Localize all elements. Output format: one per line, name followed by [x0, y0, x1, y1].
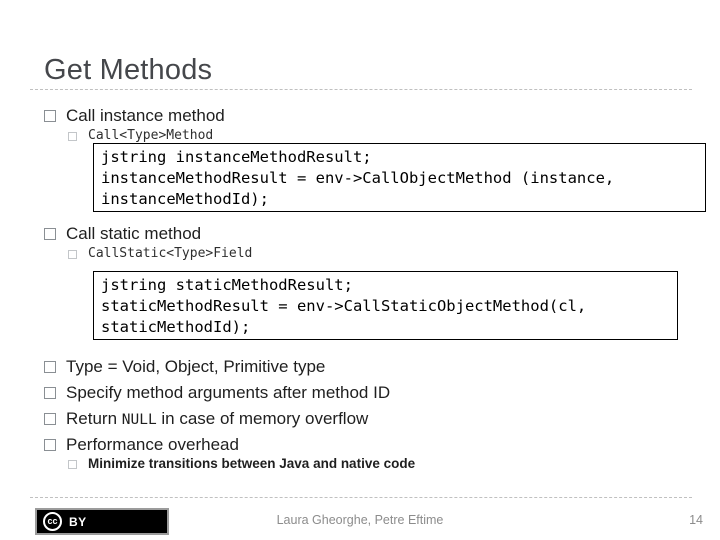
- subbullet-text: Call<Type>Method: [88, 128, 214, 143]
- bullet-square-icon: [44, 439, 56, 451]
- code-line: jstring instanceMethodResult;: [101, 148, 372, 166]
- subbullet-text: CallStatic<Type>Field: [88, 246, 253, 261]
- page-number: 14: [689, 513, 703, 527]
- code-line: staticMethodId);: [101, 318, 251, 336]
- code-block-instance: jstring instanceMethodResult; instanceMe…: [93, 143, 706, 212]
- subbullet-square-icon: [68, 131, 77, 141]
- bullet-call-instance-method: Call instance method: [44, 104, 225, 128]
- subbullet-call-type-method: Call<Type>Method: [68, 127, 213, 145]
- bullet-type-void: Type = Void, Object, Primitive type: [44, 354, 325, 380]
- code-line: instanceMethodId);: [101, 190, 269, 208]
- bullet-text: Specify method arguments after method ID: [66, 383, 391, 402]
- bullet-square-icon: [44, 413, 56, 425]
- code-line: jstring staticMethodResult;: [101, 276, 353, 294]
- bullet-text-pre: Return: [66, 408, 122, 428]
- code-block-static: jstring staticMethodResult; staticMethod…: [93, 271, 678, 340]
- bullet-performance-overhead: Performance overhead: [44, 432, 239, 458]
- footer-divider: [30, 497, 692, 498]
- bullet-square-icon: [44, 387, 56, 399]
- bullet-square-icon: [44, 110, 56, 122]
- title-divider: [30, 89, 692, 90]
- code-line: instanceMethodResult = env->CallObjectMe…: [101, 169, 615, 187]
- bullet-specify-arguments: Specify method arguments after method ID: [44, 380, 390, 406]
- subbullet-callstatic-type-field: CallStatic<Type>Field: [68, 245, 252, 263]
- footer-authors: Laura Gheorghe, Petre Eftime: [276, 513, 444, 527]
- slide-title: Get Methods: [44, 54, 213, 86]
- bullet-text: Performance overhead: [66, 435, 239, 454]
- bullet-square-icon: [44, 361, 56, 373]
- bullet-text: Call instance method: [66, 106, 225, 125]
- bullet-return-null: Return NULL in case of memory overflow: [44, 406, 368, 432]
- bullet-call-static-method: Call static method: [44, 222, 201, 246]
- cc-by-license-badge: cc BY: [35, 508, 169, 535]
- code-line: staticMethodResult = env->CallStaticObje…: [101, 297, 587, 315]
- subbullet-text: Minimize transitions between Java and na…: [88, 456, 416, 471]
- cc-by-label: BY: [69, 514, 87, 529]
- null-keyword: NULL: [121, 411, 157, 428]
- bullet-text: Type = Void, Object, Primitive type: [66, 357, 326, 376]
- subbullet-square-icon: [68, 459, 77, 469]
- bullet-text: Call static method: [66, 224, 202, 243]
- subbullet-square-icon: [68, 249, 77, 259]
- bullet-text-post: in case of memory overflow: [156, 408, 369, 428]
- cc-icon: cc: [43, 512, 62, 531]
- subbullet-minimize-transitions: Minimize transitions between Java and na…: [68, 454, 415, 474]
- bullet-square-icon: [44, 228, 56, 240]
- bullet-text: Return NULL in case of memory overflow: [66, 408, 368, 431]
